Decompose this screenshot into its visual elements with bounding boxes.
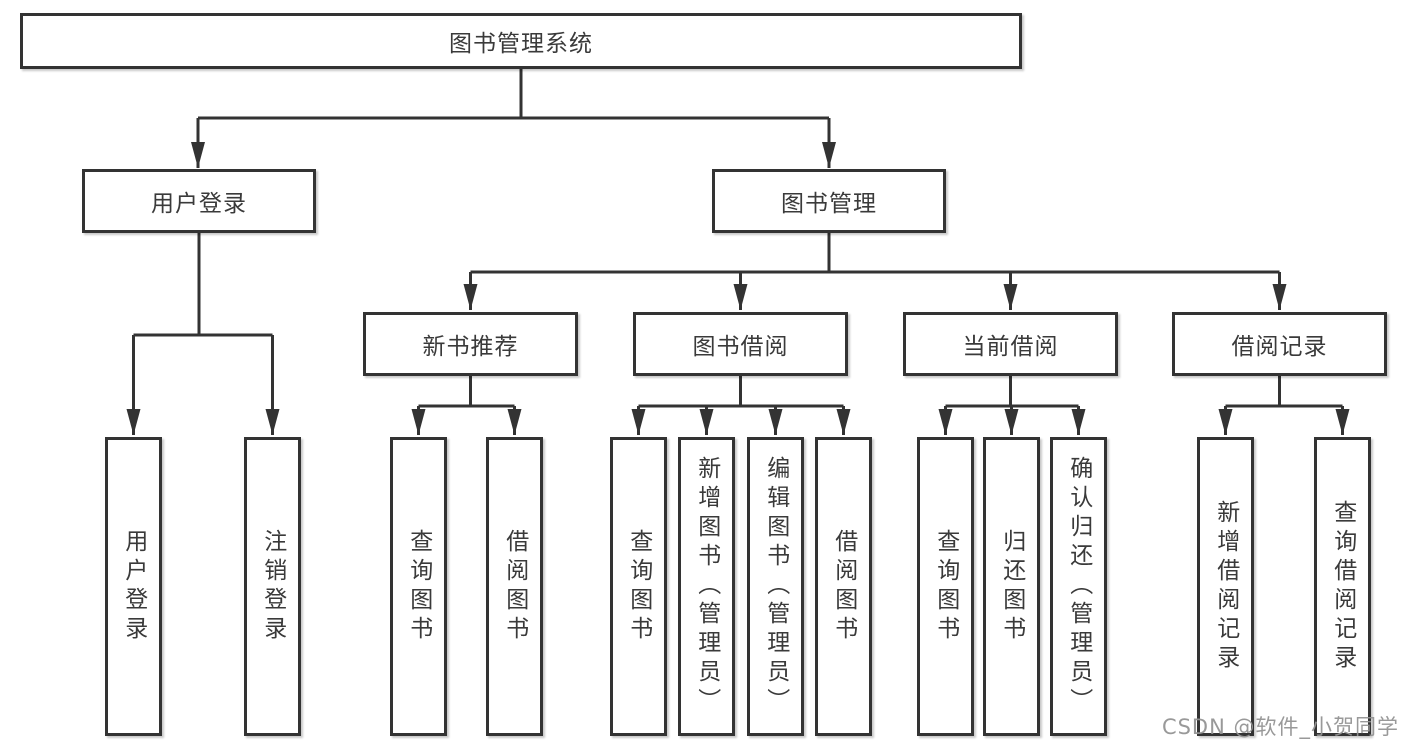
leaf-current-query-books: 查询图书 [917, 437, 974, 736]
leaf-current-query-books-label: 查询图书 [932, 528, 959, 645]
leaf-borrow-borrow-books-label: 借阅图书 [830, 528, 857, 645]
leaf-borrow-query-books: 查询图书 [610, 437, 667, 736]
leaf-borrow-query-books-label: 查询图书 [625, 528, 652, 645]
leaf-logout-login-label: 注销登录 [259, 528, 286, 645]
leaf-records-query-record: 查询借阅记录 [1314, 437, 1371, 736]
leaf-borrow-borrow-books: 借阅图书 [815, 437, 872, 736]
node-user-login: 用户登录 [82, 169, 316, 233]
leaf-logout-login: 注销登录 [244, 437, 301, 736]
node-book-borrowing: 图书借阅 [633, 312, 848, 376]
node-borrowing-records: 借阅记录 [1172, 312, 1387, 376]
node-new-book-recommendation: 新书推荐 [363, 312, 578, 376]
leaf-borrow-edit-books-admin: 编辑图书（管理员） [747, 437, 804, 736]
node-current-borrowing: 当前借阅 [903, 312, 1118, 376]
leaf-records-query-record-label: 查询借阅记录 [1329, 499, 1356, 674]
leaf-borrow-add-books-admin: 新增图书（管理员） [678, 437, 735, 736]
leaf-recommend-borrow-books-label: 借阅图书 [501, 528, 528, 645]
node-library-management-system: 图书管理系统 [20, 13, 1022, 69]
csdn-watermark: CSDN @软件_小贺同学 [1161, 715, 1399, 739]
leaf-recommend-query-books-label: 查询图书 [405, 528, 432, 645]
leaf-borrow-edit-books-admin-label: 编辑图书（管理员） [762, 456, 789, 717]
node-book-management: 图书管理 [712, 169, 946, 233]
leaf-user-login-label: 用户登录 [120, 528, 147, 645]
leaf-records-add-record: 新增借阅记录 [1197, 437, 1254, 736]
leaf-current-return-books: 归还图书 [983, 437, 1040, 736]
leaf-current-confirm-return-admin: 确认归还（管理员） [1050, 437, 1107, 736]
leaf-current-confirm-return-admin-label: 确认归还（管理员） [1065, 456, 1092, 717]
leaf-borrow-add-books-admin-label: 新增图书（管理员） [693, 456, 720, 717]
leaf-current-return-books-label: 归还图书 [998, 528, 1025, 645]
leaf-records-add-record-label: 新增借阅记录 [1212, 499, 1239, 674]
leaf-recommend-borrow-books: 借阅图书 [486, 437, 543, 736]
leaf-recommend-query-books: 查询图书 [390, 437, 447, 736]
leaf-user-login: 用户登录 [105, 437, 162, 736]
